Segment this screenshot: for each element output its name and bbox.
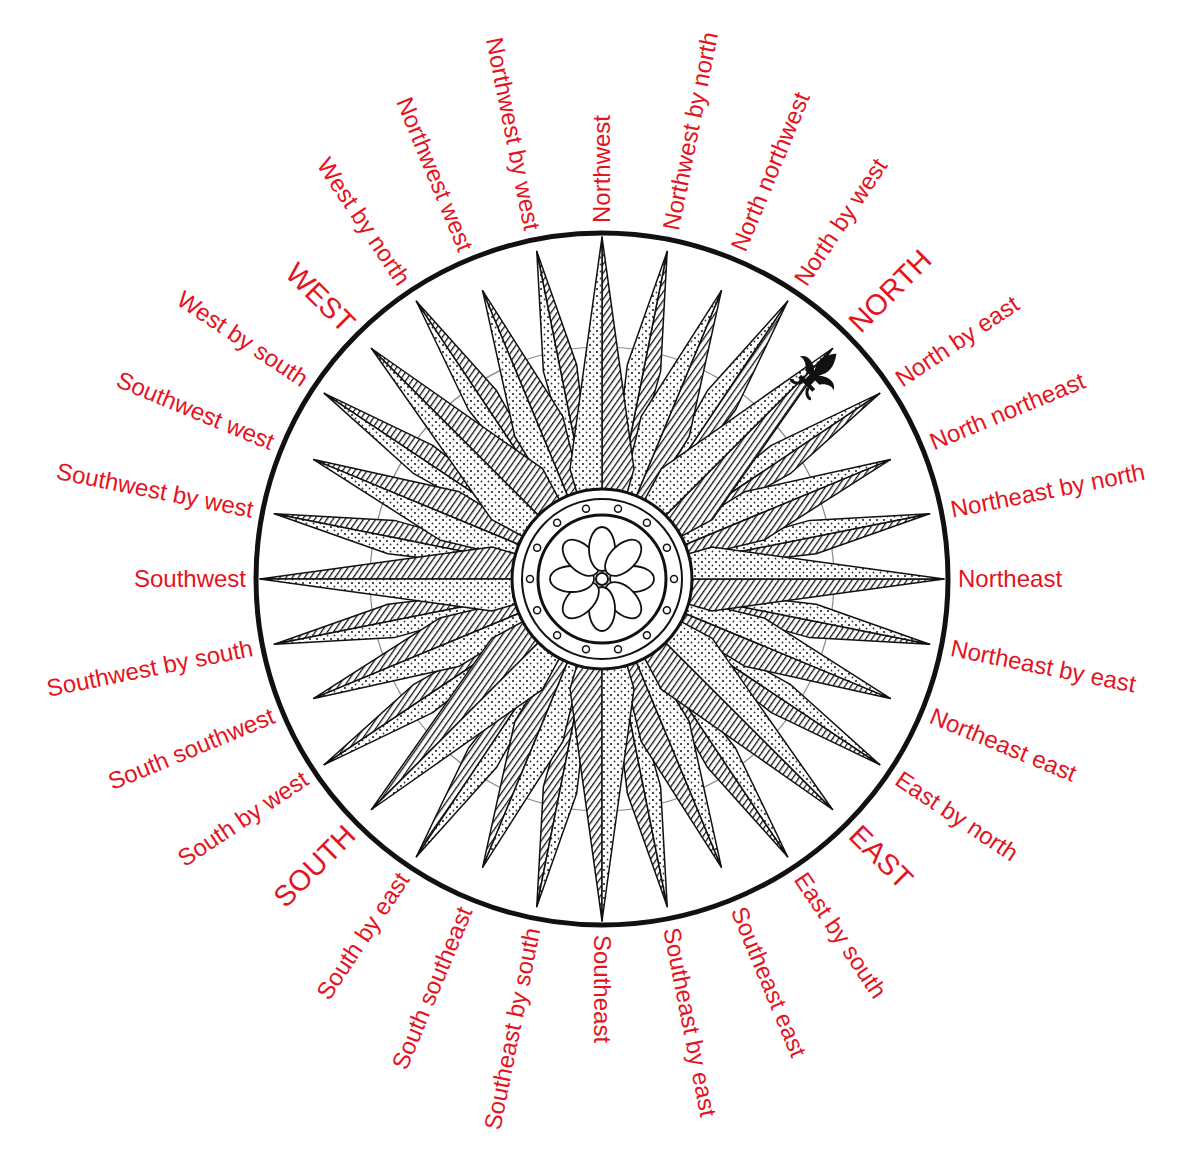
compass-point-label: West by north (312, 154, 414, 290)
outer-ring (256, 233, 948, 925)
compass-point-label: Northeast by east (949, 637, 1138, 697)
compass-point-label: North northeast (926, 368, 1088, 453)
cardinal-label: NORTH (843, 244, 936, 337)
compass-point-label: Northwest by north (660, 30, 723, 232)
compass-point-label: Southwest by west (54, 459, 255, 522)
compass-point-label: East by north (891, 767, 1022, 866)
compass-point-label: West by south (173, 287, 312, 391)
compass-point-label: Southeast by south (481, 926, 545, 1132)
compass-point-label: South by west (174, 767, 313, 871)
compass-point-label: Northeast east (926, 704, 1079, 786)
compass-point-label: North northwest (727, 89, 814, 255)
star-points (260, 237, 944, 921)
compass-point-label: South southwest (105, 704, 278, 794)
compass-point-label: Southeast east (727, 903, 810, 1060)
cardinal-label: WEST (281, 258, 361, 338)
compass-point-label: South southeast (388, 903, 477, 1072)
compass-point-label: Southeast by east (660, 926, 721, 1119)
compass-point-label: South by east (313, 868, 414, 1003)
compass-point-label: Northeast by north (949, 459, 1147, 521)
compass-hub (512, 489, 692, 669)
compass-point-label: Southwest by south (45, 637, 255, 701)
cardinal-label: SOUTH (268, 820, 360, 912)
compass-point-label: Southwest (134, 567, 246, 591)
compass-point-label: Northwest (590, 115, 614, 223)
compass-point-label: Northwest by west (483, 35, 545, 232)
fleur-de-lis (784, 337, 854, 407)
compass-point-label: North by east (891, 292, 1023, 391)
compass-point-label: Southeast (590, 935, 614, 1043)
compass-point-label: Northeast (958, 567, 1062, 591)
compass-point-label: East by south (790, 868, 891, 1002)
compass-point-label: Southwest west (113, 367, 277, 453)
compass-point-label: Northwest west (392, 94, 477, 255)
compass-point-label: North by west (790, 154, 891, 289)
cardinal-label: EAST (843, 820, 917, 894)
